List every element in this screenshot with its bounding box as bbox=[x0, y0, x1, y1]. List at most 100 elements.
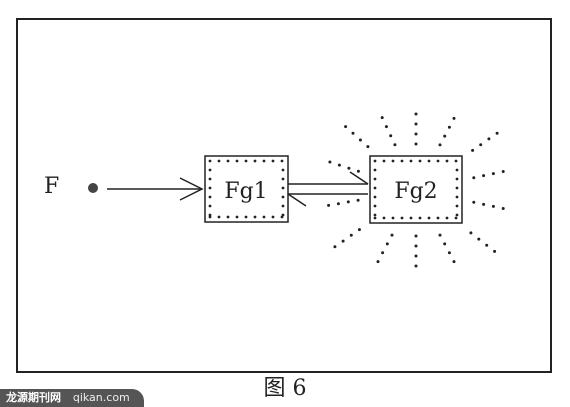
arrow-f-to-fg1 bbox=[107, 177, 204, 201]
dot bbox=[281, 204, 285, 208]
dot bbox=[346, 200, 350, 204]
source-point bbox=[88, 183, 98, 193]
node-fg1-label: Fg1 bbox=[224, 179, 267, 204]
dot bbox=[447, 125, 451, 129]
dot bbox=[493, 249, 497, 253]
dot bbox=[337, 163, 341, 167]
figure-caption: 图 6 bbox=[263, 376, 307, 401]
dot bbox=[455, 213, 459, 217]
dot bbox=[472, 176, 476, 180]
dot bbox=[373, 204, 377, 208]
dot bbox=[384, 125, 388, 129]
dot bbox=[455, 186, 459, 190]
dot bbox=[208, 177, 212, 181]
dot bbox=[414, 132, 418, 136]
dot bbox=[452, 116, 456, 120]
dot bbox=[418, 159, 422, 163]
dot bbox=[454, 216, 458, 220]
dot bbox=[208, 204, 212, 208]
dot bbox=[208, 213, 212, 217]
dot bbox=[400, 216, 404, 220]
dot bbox=[235, 215, 239, 219]
dot bbox=[376, 260, 380, 264]
dot bbox=[472, 200, 476, 204]
dot bbox=[253, 159, 257, 163]
dot bbox=[400, 159, 404, 163]
dot bbox=[356, 169, 360, 173]
dot bbox=[414, 254, 418, 258]
dot bbox=[344, 125, 348, 129]
node-fg2-label: Fg2 bbox=[394, 179, 437, 204]
dot bbox=[454, 159, 458, 163]
dot bbox=[208, 195, 212, 199]
dot bbox=[366, 145, 370, 149]
dot bbox=[414, 264, 418, 268]
dot bbox=[281, 177, 285, 181]
dot bbox=[391, 159, 395, 163]
dot bbox=[455, 168, 459, 172]
dot bbox=[208, 159, 212, 163]
dot bbox=[409, 159, 413, 163]
dot bbox=[373, 216, 377, 220]
dot bbox=[495, 131, 499, 135]
dot bbox=[357, 228, 361, 232]
dot bbox=[328, 160, 332, 164]
dot bbox=[455, 204, 459, 208]
dot bbox=[262, 215, 266, 219]
dot bbox=[485, 243, 489, 247]
dot bbox=[373, 177, 377, 181]
diagram-frame bbox=[16, 18, 552, 373]
dot bbox=[226, 215, 230, 219]
dot bbox=[281, 168, 285, 172]
dot bbox=[482, 202, 486, 206]
dot bbox=[452, 260, 456, 264]
dot bbox=[373, 186, 377, 190]
dot bbox=[445, 216, 449, 220]
dot bbox=[208, 215, 212, 219]
dot bbox=[271, 159, 275, 163]
dot bbox=[469, 231, 473, 235]
source-label: F bbox=[44, 174, 59, 199]
dot bbox=[373, 168, 377, 172]
dot bbox=[438, 143, 442, 147]
dot bbox=[436, 159, 440, 163]
dot bbox=[482, 174, 486, 178]
dot bbox=[380, 116, 384, 120]
dot bbox=[455, 177, 459, 181]
node-fg2: Fg2 bbox=[369, 155, 463, 224]
dot bbox=[414, 244, 418, 248]
dot bbox=[351, 131, 355, 135]
dot bbox=[414, 112, 418, 116]
dot bbox=[217, 159, 221, 163]
dot bbox=[373, 195, 377, 199]
dot bbox=[336, 202, 340, 206]
watermark-domain: qikan.com bbox=[72, 391, 130, 404]
dot bbox=[390, 233, 394, 237]
dot bbox=[373, 213, 377, 217]
dot bbox=[347, 166, 351, 170]
dot bbox=[341, 239, 345, 243]
node-fg2-inner-dots bbox=[373, 159, 459, 220]
dot bbox=[262, 159, 266, 163]
dot bbox=[443, 242, 447, 246]
dot bbox=[389, 134, 393, 138]
dot bbox=[501, 170, 505, 173]
node-fg1-inner-dots bbox=[208, 159, 285, 219]
dot bbox=[281, 213, 285, 217]
watermark-brand: 龙源期刊网 bbox=[6, 391, 61, 404]
dot bbox=[356, 198, 360, 202]
dot bbox=[391, 216, 395, 220]
dot bbox=[385, 242, 389, 246]
dot bbox=[382, 159, 386, 163]
dot bbox=[438, 233, 442, 237]
dot bbox=[445, 159, 449, 163]
watermark-badge: 龙源期刊网 qikan.com bbox=[0, 389, 144, 407]
dot bbox=[333, 245, 337, 249]
dot bbox=[414, 234, 418, 238]
dot bbox=[477, 237, 481, 241]
dot bbox=[443, 134, 447, 138]
dot bbox=[281, 195, 285, 199]
dot bbox=[501, 207, 505, 210]
dot bbox=[491, 204, 495, 208]
